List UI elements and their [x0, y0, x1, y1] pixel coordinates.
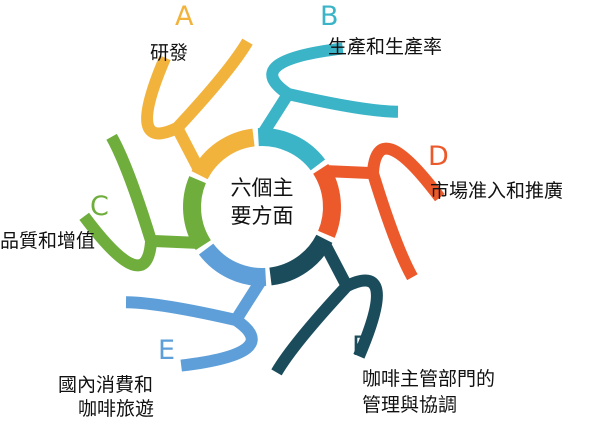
segment-e-label-line-1: 國內消費和	[58, 374, 154, 396]
segment-f-shape	[269, 234, 383, 376]
center-label-line-2: 要方面	[230, 204, 294, 228]
segment-f-label-line-1: 咖啡主管部門的	[362, 368, 496, 390]
center-label: 六個主 要方面	[224, 174, 300, 230]
segment-d-label: 市場准入和推廣	[430, 180, 564, 202]
segment-b-letter: B	[320, 1, 339, 32]
segment-c-letter: C	[90, 191, 109, 222]
segment-b-label: 生產和生產率	[328, 36, 443, 58]
segment-e-shape	[125, 243, 267, 372]
center-label-line-1: 六個主	[230, 176, 294, 200]
segment-e-label-line-2: 咖啡旅遊	[78, 398, 155, 420]
segment-c-label: 品質和增值	[0, 230, 96, 252]
segment-e-letter: E	[158, 335, 176, 366]
segment-c-shape	[79, 133, 212, 272]
segment-f-letter: F	[352, 331, 368, 362]
segment-b-shape	[257, 42, 399, 171]
segment-a-letter: A	[175, 1, 194, 32]
segment-d-shape	[312, 142, 445, 281]
segment-a-shape	[141, 38, 255, 180]
segment-f-label-line-2: 管理與協調	[362, 394, 458, 416]
segment-d-letter: D	[428, 141, 449, 172]
segment-a-label: 研發	[150, 42, 189, 64]
